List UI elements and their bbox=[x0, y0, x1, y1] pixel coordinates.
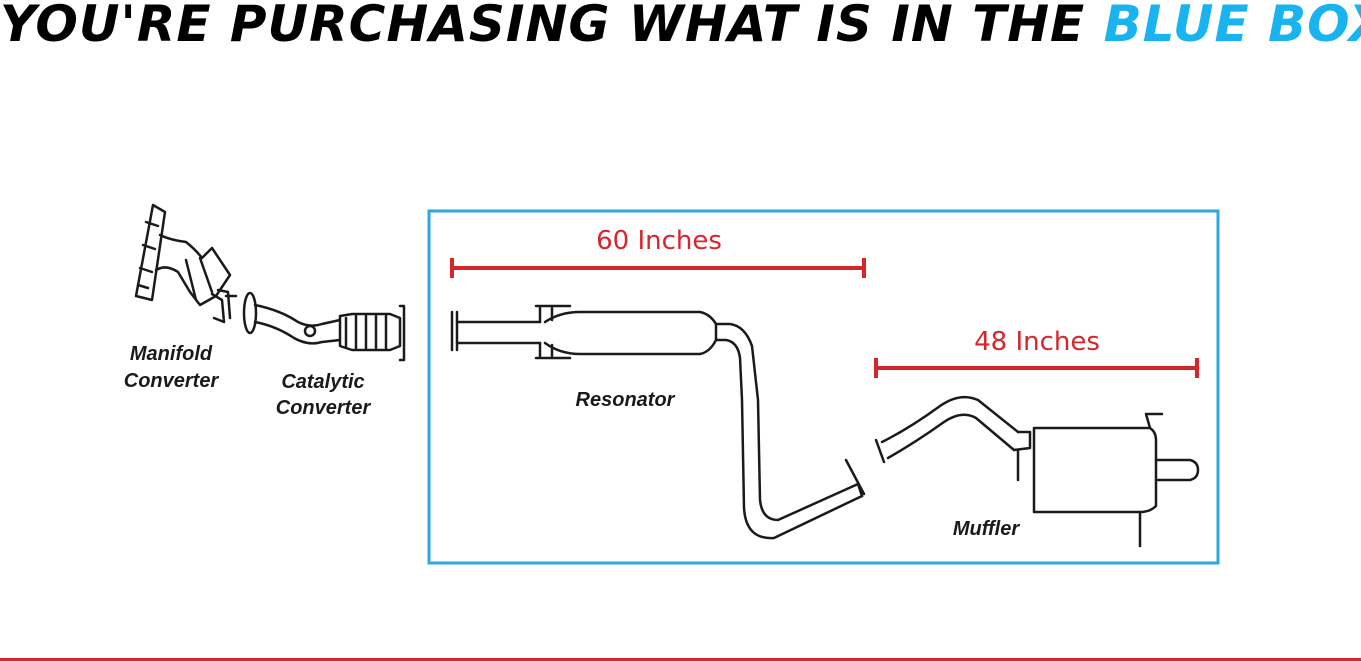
label-muffler: Muffler bbox=[953, 518, 1021, 540]
label-catalytic-line1: Catalytic bbox=[281, 371, 364, 393]
purchase-box bbox=[427, 209, 1220, 565]
headline: YOU'RE PURCHASING WHAT IS IN THE BLUE BO… bbox=[0, 0, 1361, 54]
muffler-pipe-drawing bbox=[874, 395, 1200, 548]
label-manifold-line2: Converter bbox=[124, 370, 220, 392]
dimension-label-60: 60 Inches bbox=[596, 226, 722, 256]
manifold-converter-drawing bbox=[134, 203, 238, 324]
catalytic-converter-drawing bbox=[242, 291, 406, 362]
resonator-pipe-drawing bbox=[450, 304, 866, 540]
dimension-60-inches bbox=[450, 258, 866, 278]
headline-highlight: BLUE BOX bbox=[1103, 0, 1361, 53]
label-catalytic-line2: Converter bbox=[276, 397, 372, 419]
dimension-label-48: 48 Inches bbox=[974, 327, 1100, 357]
label-resonator: Resonator bbox=[576, 389, 676, 411]
dimension-48-inches bbox=[874, 358, 1199, 378]
headline-main: YOU'RE PURCHASING WHAT IS IN THE bbox=[0, 0, 1086, 53]
bottom-rule bbox=[0, 658, 1361, 661]
label-manifold-line1: Manifold bbox=[130, 343, 213, 365]
